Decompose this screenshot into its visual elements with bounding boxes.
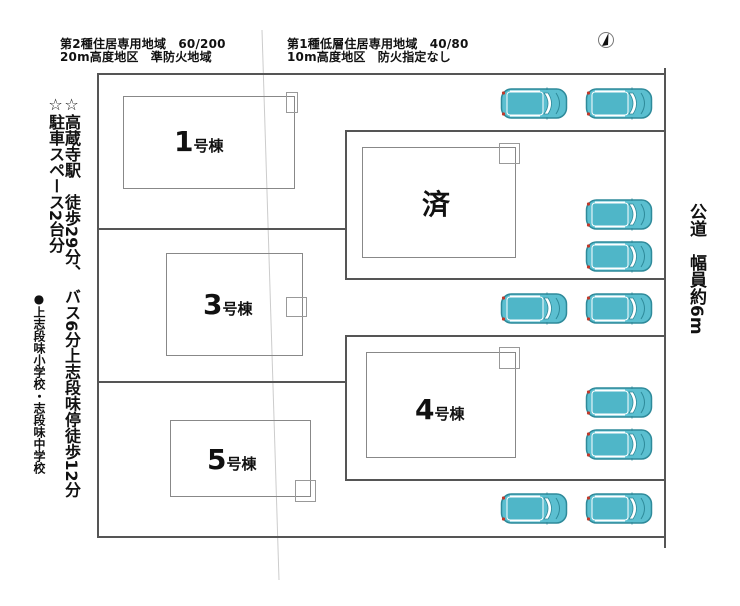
lot-divider [345,479,665,481]
zoning-left-line2: 20m高度地区 準防火地域 [60,50,212,64]
car-icon [585,428,653,461]
lot-divider [97,228,345,230]
lot-divider [345,335,347,480]
entrance-marker [286,92,298,113]
note-parking: ☆駐車スペース2台分 [46,95,65,254]
car-icon [500,87,568,120]
lot-suffix: 号棟 [193,137,224,155]
lot-number: 3 [203,288,223,321]
lot-divider [345,130,347,279]
building-4-label: 4号棟 [415,393,465,426]
building-5-label: 5号棟 [207,443,257,476]
building-1-label: 1号棟 [174,125,224,158]
zoning-right-line2: 10m高度地区 防火指定なし [287,50,452,64]
zoning-right-line1: 第1種低層住居専用地域 40/80 [287,37,469,51]
car-icon [585,87,653,120]
building-1[interactable] [123,96,295,189]
compass-icon [598,32,614,48]
building-sold-label: 済 [422,183,450,223]
lot-number: 4 [415,393,435,426]
entrance-marker [286,297,307,317]
lot-divider [345,130,665,132]
building-sold[interactable] [362,147,516,258]
site-boundary-bottom [97,536,665,538]
lot-divider [345,278,665,280]
zoning-left-line1: 第2種住居専用地域 60/200 [60,37,226,51]
entrance-marker [499,347,520,369]
car-icon [500,292,568,325]
lot-suffix: 号棟 [226,455,257,473]
building-3[interactable] [166,253,303,356]
zoning-right: 第1種低層住居専用地域 40/80 10m高度地区 防火指定なし [287,38,469,64]
car-icon [585,198,653,231]
road-edge-line [664,68,666,548]
lot-divider [345,335,665,337]
car-icon [585,292,653,325]
road-label: 公道 幅員約6m [686,203,706,335]
entrance-marker [295,480,316,502]
sold-mark: 済 [422,188,451,221]
note-station: ☆高蔵寺駅 徒歩29分、 バス6分上志段味停徒歩12分 [62,95,81,498]
car-icon [585,492,653,525]
car-icon [585,386,653,419]
entrance-marker [499,143,520,164]
lot-number: 5 [207,443,227,476]
lot-suffix: 号棟 [434,405,465,423]
lot-divider [97,381,345,383]
zoning-left: 第2種住居専用地域 60/200 20m高度地区 準防火地域 [60,38,226,64]
lot-number: 1 [174,125,194,158]
car-icon [500,492,568,525]
building-5[interactable] [170,420,311,497]
building-3-label: 3号棟 [203,288,253,321]
lot-suffix: 号棟 [222,300,253,318]
building-4[interactable] [366,352,516,458]
car-icon [585,240,653,273]
note-schools: ●上志段味小学校・志段味中学校 [32,292,46,474]
site-boundary-top [97,73,665,75]
site-boundary-left [97,73,99,537]
